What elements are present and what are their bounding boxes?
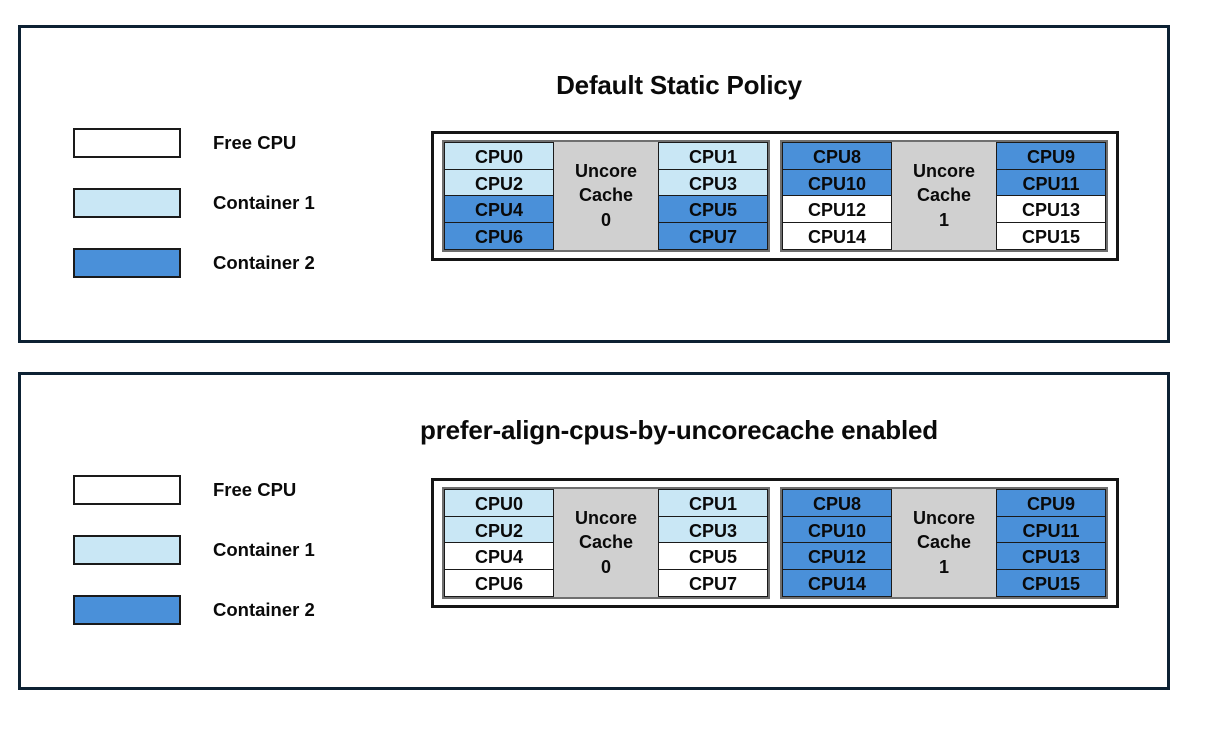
cpu-cell: CPU14 <box>782 568 892 597</box>
cpu-cell: CPU1 <box>658 142 768 170</box>
uncore-cache-line: Cache <box>578 532 634 553</box>
cpu-cell: CPU6 <box>444 568 554 597</box>
legend: Free CPU Container 1 Container 2 <box>73 113 315 293</box>
uncore-cache-index: 0 <box>600 210 611 231</box>
cpu-cell: CPU9 <box>996 489 1106 517</box>
uncore-cache-line: Uncore <box>574 160 637 181</box>
legend-swatch-free-cpu <box>73 475 181 505</box>
uncore-cache-index: 1 <box>938 210 949 231</box>
legend-item-container-1: Container 1 <box>73 173 315 233</box>
cpu-cell: CPU2 <box>444 168 554 197</box>
cpu-cell: CPU7 <box>658 568 768 597</box>
legend-swatch-container-1 <box>73 188 181 218</box>
legend-swatch-container-1 <box>73 535 181 565</box>
legend-item-free-cpu: Free CPU <box>73 113 315 173</box>
cpu-cell: CPU0 <box>444 142 554 170</box>
uncore-cache-label-0: Uncore Cache 0 <box>554 142 658 250</box>
legend-label-container-1: Container 1 <box>213 539 315 560</box>
cpu-column-left: CPU8 CPU10 CPU12 CPU14 <box>782 489 892 597</box>
page-title: Default Static Policy <box>556 70 802 100</box>
panel-default-static-policy: Default Static Policy Free CPU Container… <box>18 25 1170 343</box>
cpu-cell: CPU10 <box>782 515 892 544</box>
cpu-column-right: CPU1 CPU3 CPU5 CPU7 <box>658 142 768 250</box>
uncore-group-1: CPU8 CPU10 CPU12 CPU14 Uncore Cache 1 CP… <box>780 140 1108 252</box>
cpu-cell: CPU12 <box>782 542 892 570</box>
cpu-cell: CPU8 <box>782 142 892 170</box>
cpu-cell: CPU0 <box>444 489 554 517</box>
cpu-cell: CPU3 <box>658 168 768 197</box>
cpu-cell: CPU5 <box>658 195 768 223</box>
legend: Free CPU Container 1 Container 2 <box>73 460 315 640</box>
legend-label-container-2: Container 2 <box>213 599 315 620</box>
uncore-cache-index: 0 <box>600 557 611 578</box>
uncore-cache-line: Uncore <box>912 160 975 181</box>
cpu-cell: CPU15 <box>996 568 1106 597</box>
legend-item-container-2: Container 2 <box>73 580 315 640</box>
cpu-cell: CPU12 <box>782 195 892 223</box>
cpu-topology-diagram: CPU0 CPU2 CPU4 CPU6 Uncore Cache 0 CPU1 … <box>431 478 1119 608</box>
legend-item-free-cpu: Free CPU <box>73 460 315 520</box>
uncore-group-0: CPU0 CPU2 CPU4 CPU6 Uncore Cache 0 CPU1 … <box>442 487 770 599</box>
uncore-cache-line: Cache <box>916 532 972 553</box>
cpu-cell: CPU5 <box>658 542 768 570</box>
legend-item-container-1: Container 1 <box>73 520 315 580</box>
legend-swatch-free-cpu <box>73 128 181 158</box>
cpu-cell: CPU2 <box>444 515 554 544</box>
cpu-cell: CPU11 <box>996 168 1106 197</box>
uncore-cache-label-1: Uncore Cache 1 <box>892 489 996 597</box>
uncore-cache-label-1: Uncore Cache 1 <box>892 142 996 250</box>
cpu-topology-diagram: CPU0 CPU2 CPU4 CPU6 Uncore Cache 0 CPU1 … <box>431 131 1119 261</box>
cpu-cell: CPU1 <box>658 489 768 517</box>
cpu-cell: CPU15 <box>996 221 1106 250</box>
cpu-cell: CPU13 <box>996 195 1106 223</box>
cpu-column-right: CPU9 CPU11 CPU13 CPU15 <box>996 489 1106 597</box>
cpu-cell: CPU3 <box>658 515 768 544</box>
uncore-cache-label-0: Uncore Cache 0 <box>554 489 658 597</box>
cpu-column-left: CPU8 CPU10 CPU12 CPU14 <box>782 142 892 250</box>
uncore-group-1: CPU8 CPU10 CPU12 CPU14 Uncore Cache 1 CP… <box>780 487 1108 599</box>
cpu-cell: CPU9 <box>996 142 1106 170</box>
uncore-cache-line: Cache <box>916 185 972 206</box>
uncore-cache-line: Uncore <box>574 507 637 528</box>
cpu-column-right: CPU9 CPU11 CPU13 CPU15 <box>996 142 1106 250</box>
uncore-group-0: CPU0 CPU2 CPU4 CPU6 Uncore Cache 0 CPU1 … <box>442 140 770 252</box>
cpu-cell: CPU13 <box>996 542 1106 570</box>
cpu-cell: CPU14 <box>782 221 892 250</box>
cpu-cell: CPU4 <box>444 542 554 570</box>
legend-swatch-container-2 <box>73 595 181 625</box>
legend-label-free-cpu: Free CPU <box>213 479 297 500</box>
uncore-cache-line: Uncore <box>912 507 975 528</box>
cpu-column-left: CPU0 CPU2 CPU4 CPU6 <box>444 142 554 250</box>
uncore-cache-line: Cache <box>578 185 634 206</box>
legend-item-container-2: Container 2 <box>73 233 315 293</box>
legend-label-free-cpu: Free CPU <box>213 132 297 153</box>
panel-prefer-align-cpus-by-uncorecache: prefer-align-cpus-by-uncorecache enabled… <box>18 372 1170 690</box>
legend-label-container-1: Container 1 <box>213 192 315 213</box>
legend-label-container-2: Container 2 <box>213 252 315 273</box>
cpu-cell: CPU7 <box>658 221 768 250</box>
cpu-cell: CPU8 <box>782 489 892 517</box>
cpu-cell: CPU6 <box>444 221 554 250</box>
cpu-cell: CPU11 <box>996 515 1106 544</box>
page-title: prefer-align-cpus-by-uncorecache enabled <box>420 415 938 445</box>
cpu-cell: CPU10 <box>782 168 892 197</box>
cpu-column-right: CPU1 CPU3 CPU5 CPU7 <box>658 489 768 597</box>
legend-swatch-container-2 <box>73 248 181 278</box>
cpu-cell: CPU4 <box>444 195 554 223</box>
cpu-column-left: CPU0 CPU2 CPU4 CPU6 <box>444 489 554 597</box>
uncore-cache-index: 1 <box>938 557 949 578</box>
